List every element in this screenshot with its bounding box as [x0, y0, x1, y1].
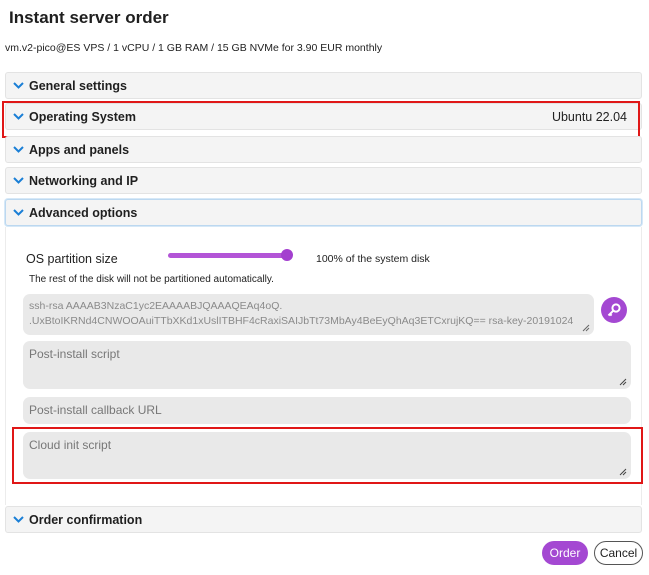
ssh-key-line-2: .UxBtoIKRNd4CNWOOAuiTTbXKd1xUslITBHF4cRa… — [29, 315, 574, 327]
resize-grip-icon[interactable] — [618, 467, 627, 476]
cloud-init-placeholder: Cloud init script — [29, 438, 112, 452]
post-install-script-textarea[interactable]: Post-install script — [23, 341, 631, 389]
ssh-key-button[interactable] — [601, 297, 627, 323]
ssh-key-line-1: ssh-rsa AAAAB3NzaC1yc2EAAAABJQAAAQEAq4oQ… — [29, 300, 283, 312]
resize-grip-icon[interactable] — [581, 323, 590, 332]
section-general-settings[interactable]: General settings — [5, 72, 642, 99]
post-install-script-placeholder: Post-install script — [29, 347, 120, 361]
key-icon — [607, 303, 621, 317]
order-button[interactable]: Order — [542, 541, 588, 565]
section-operating-system[interactable]: Operating System Ubuntu 22.04 — [5, 103, 642, 130]
post-install-callback-input[interactable]: Post-install callback URL — [23, 397, 631, 424]
os-partition-label: OS partition size — [26, 252, 118, 266]
os-partition-value: 100% of the system disk — [316, 253, 430, 265]
post-install-callback-placeholder: Post-install callback URL — [29, 403, 162, 417]
resize-grip-icon[interactable] — [618, 377, 627, 386]
section-label: General settings — [29, 78, 127, 93]
section-advanced-options[interactable]: Advanced options — [5, 199, 642, 226]
selected-os-value: Ubuntu 22.04 — [551, 109, 627, 124]
page-title: Instant server order — [9, 8, 169, 27]
section-label: Advanced options — [29, 205, 138, 220]
chevron-down-icon — [12, 111, 24, 123]
chevron-down-icon — [12, 80, 24, 92]
chevron-down-icon — [12, 144, 24, 156]
chevron-down-icon — [12, 207, 24, 219]
chevron-down-icon — [12, 514, 24, 526]
cancel-button[interactable]: Cancel — [594, 541, 643, 565]
section-label: Networking and IP — [29, 173, 139, 188]
os-partition-note: The rest of the disk will not be partiti… — [29, 274, 274, 285]
section-label: Operating System — [29, 109, 136, 124]
chevron-down-icon — [12, 175, 24, 187]
os-partition-slider-thumb[interactable] — [281, 249, 293, 261]
section-apps-and-panels[interactable]: Apps and panels — [5, 136, 642, 163]
section-order-confirmation[interactable]: Order confirmation — [5, 506, 642, 533]
section-networking-and-ip[interactable]: Networking and IP — [5, 167, 642, 194]
section-label: Apps and panels — [29, 142, 130, 157]
ssh-key-textarea[interactable]: ssh-rsa AAAAB3NzaC1yc2EAAAABJQAAAQEAq4oQ… — [23, 294, 594, 335]
section-label: Order confirmation — [29, 512, 143, 527]
os-partition-slider[interactable] — [168, 253, 290, 258]
cloud-init-script-textarea[interactable]: Cloud init script — [23, 432, 631, 479]
order-summary: vm.v2-pico@ES VPS / 1 vCPU / 1 GB RAM / … — [5, 42, 383, 54]
